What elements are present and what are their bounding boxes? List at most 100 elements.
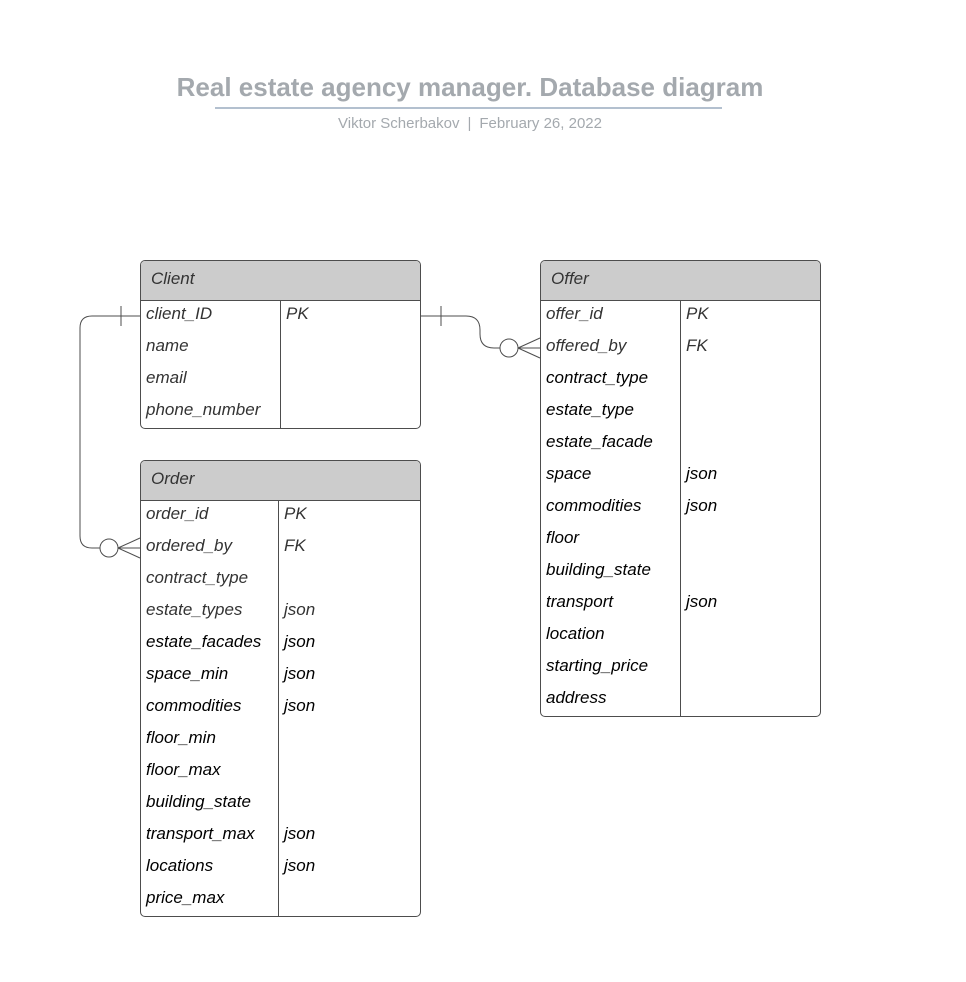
field-key xyxy=(279,566,284,598)
field-name: locations xyxy=(146,856,214,875)
field-row: floor_min xyxy=(141,726,420,758)
field-row: space json xyxy=(541,462,820,494)
field-row: contract_type xyxy=(541,366,820,398)
field-name: address xyxy=(546,688,607,707)
field-key: PK xyxy=(686,304,709,323)
relationship-client-order[interactable] xyxy=(79,306,141,559)
field-row: space_min json xyxy=(141,662,420,694)
entity-order-header: Order xyxy=(141,461,420,501)
zero-optional-marker xyxy=(99,538,119,558)
field-row: phone_number xyxy=(141,398,420,428)
field-key xyxy=(279,790,284,822)
relationship-client-offer[interactable] xyxy=(420,306,541,359)
field-row: estate_type xyxy=(541,398,820,430)
field-name: order_id xyxy=(146,504,209,523)
field-key xyxy=(681,654,686,686)
entity-client-fields: client_ID PK name email phone_number xyxy=(141,301,420,428)
field-key xyxy=(681,398,686,430)
field-name: starting_price xyxy=(546,656,649,675)
field-key: json xyxy=(686,592,718,611)
field-key xyxy=(281,398,286,428)
field-row: order_id PK xyxy=(141,502,420,534)
field-row: location xyxy=(541,622,820,654)
field-row: estate_facades json xyxy=(141,630,420,662)
field-key: json xyxy=(686,464,718,483)
field-name: building_state xyxy=(146,792,251,811)
field-row: contract_type xyxy=(141,566,420,598)
field-name: price_max xyxy=(146,888,225,907)
field-key: PK xyxy=(286,304,309,323)
field-row: client_ID PK xyxy=(141,302,420,334)
field-key: json xyxy=(284,600,316,619)
field-name: name xyxy=(146,336,189,355)
field-row: building_state xyxy=(141,790,420,822)
field-name: commodities xyxy=(146,696,242,715)
field-key xyxy=(681,686,686,716)
field-row: estate_facade xyxy=(541,430,820,462)
field-row: offer_id PK xyxy=(541,302,820,334)
field-name: phone_number xyxy=(146,400,261,419)
field-key: json xyxy=(284,696,316,715)
field-row: email xyxy=(141,366,420,398)
field-name: estate_types xyxy=(146,600,243,619)
field-key: json xyxy=(686,496,718,515)
field-name: estate_facade xyxy=(546,432,653,451)
entity-client[interactable]: Client client_ID PK name email phone_num… xyxy=(140,260,421,429)
field-row: floor_max xyxy=(141,758,420,790)
field-row: starting_price xyxy=(541,654,820,686)
field-name: space xyxy=(546,464,592,483)
field-key xyxy=(681,526,686,558)
field-name: contract_type xyxy=(146,568,249,587)
field-row: transport json xyxy=(541,590,820,622)
field-key: FK xyxy=(284,536,306,555)
field-name: transport xyxy=(546,592,614,611)
field-name: floor_max xyxy=(146,760,221,779)
zero-optional-marker xyxy=(499,338,519,358)
field-name: space_min xyxy=(146,664,229,683)
field-name: location xyxy=(546,624,605,643)
field-row: address xyxy=(541,686,820,716)
field-name: email xyxy=(146,368,187,387)
field-row: floor xyxy=(541,526,820,558)
field-key xyxy=(279,726,284,758)
author: Viktor Scherbakov xyxy=(338,115,460,132)
field-name: estate_type xyxy=(546,400,634,419)
field-key xyxy=(681,558,686,590)
field-key xyxy=(281,366,286,398)
field-name: floor_min xyxy=(146,728,216,747)
date: February 26, 2022 xyxy=(479,115,602,132)
field-key xyxy=(681,622,686,654)
field-key: json xyxy=(284,824,316,843)
field-row: commodities json xyxy=(141,694,420,726)
diagram-title: Real estate agency manager. Database dia… xyxy=(176,72,764,102)
field-row: price_max xyxy=(141,886,420,916)
field-key: FK xyxy=(686,336,708,355)
field-key xyxy=(681,430,686,462)
field-row: estate_types json xyxy=(141,598,420,630)
diagram-subtitle: Viktor Scherbakov | February 26, 2022 xyxy=(0,115,940,132)
entity-client-header: Client xyxy=(141,261,420,301)
field-key: json xyxy=(284,856,316,875)
field-row: name xyxy=(141,334,420,366)
field-name: contract_type xyxy=(546,368,649,387)
field-name: floor xyxy=(546,528,580,547)
field-name: building_state xyxy=(546,560,651,579)
crows-foot-marker xyxy=(117,537,141,549)
field-row: building_state xyxy=(541,558,820,590)
field-key: PK xyxy=(284,504,307,523)
field-name: estate_facades xyxy=(146,632,262,651)
subtitle-separator: | xyxy=(467,115,472,132)
field-key: json xyxy=(284,632,316,651)
entity-offer-header: Offer xyxy=(541,261,820,301)
field-name: offer_id xyxy=(546,304,603,323)
field-key: json xyxy=(284,664,316,683)
